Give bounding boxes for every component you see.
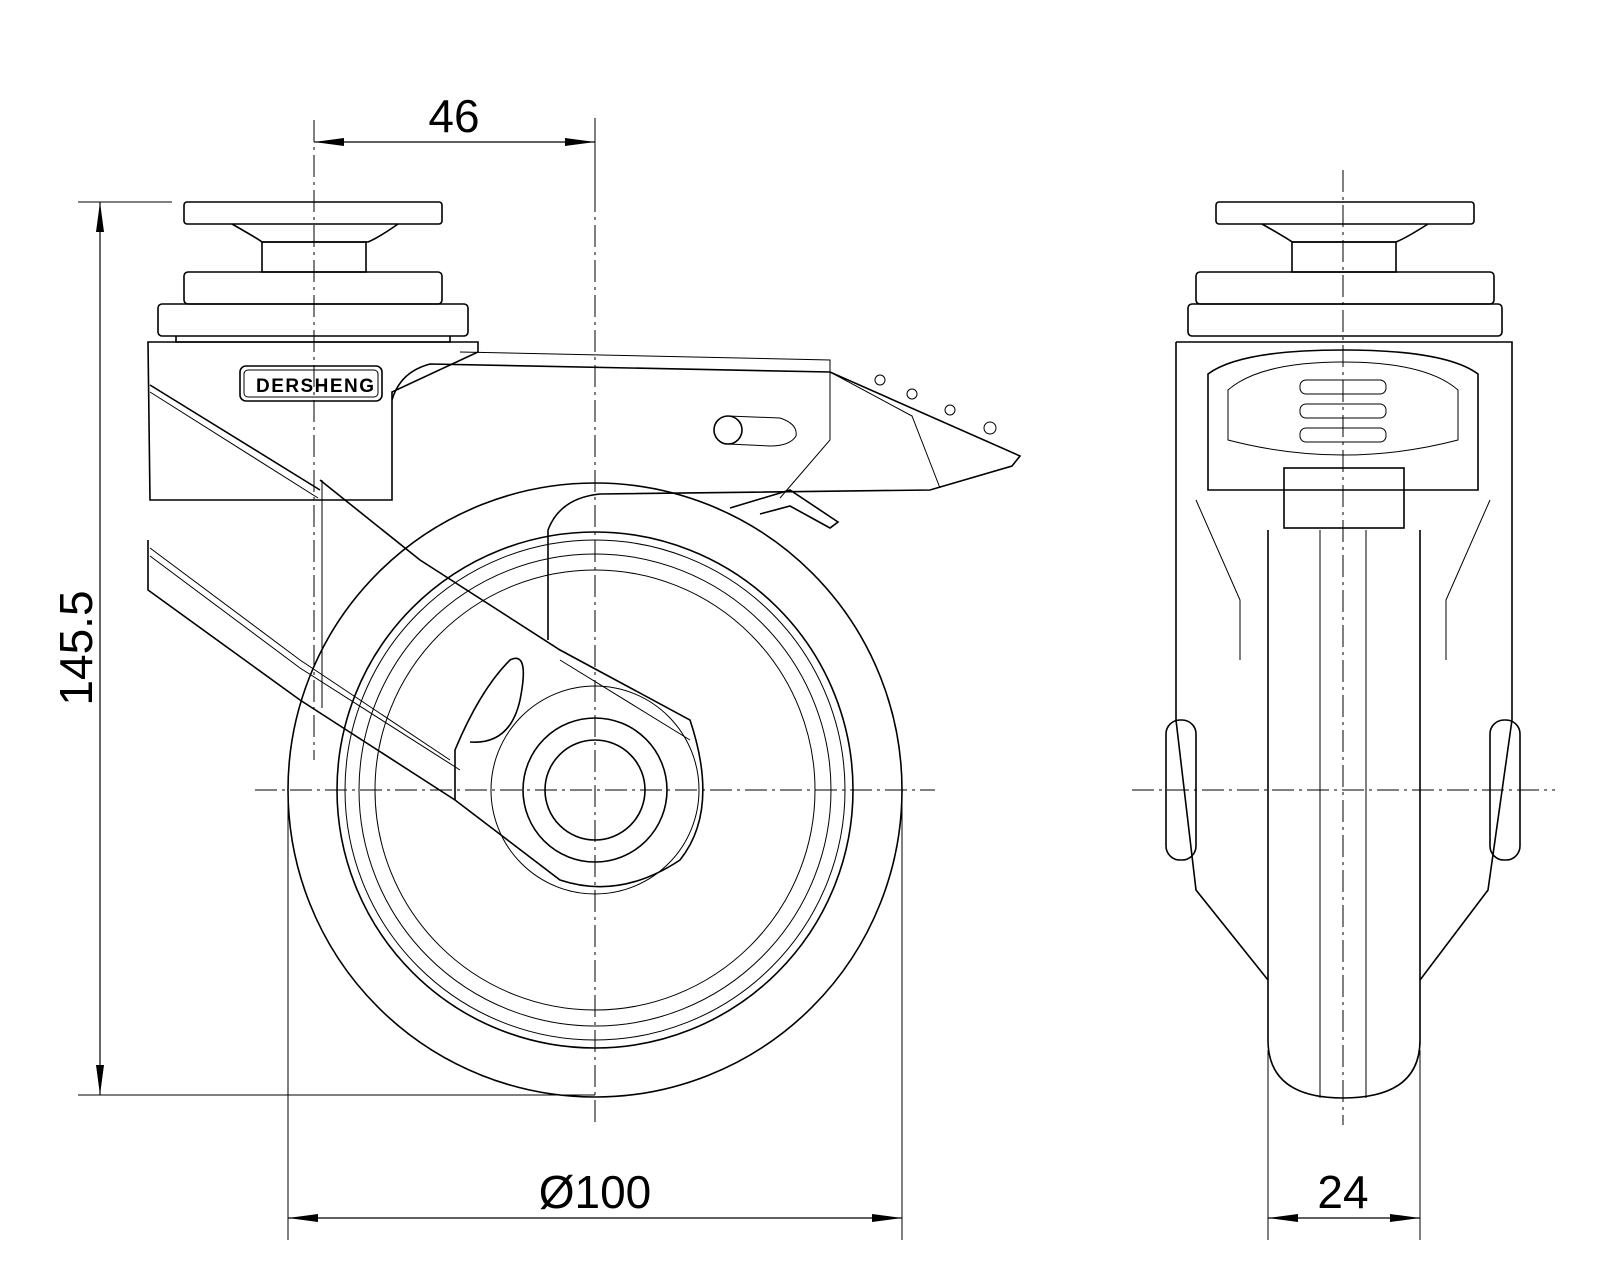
center-lines — [255, 120, 1555, 1125]
dimension-width-label: 24 — [1317, 1166, 1368, 1218]
dimension-diameter-label: Ø100 — [539, 1166, 652, 1218]
front-view — [1165, 201, 1521, 1099]
svg-text:DERSHENG: DERSHENG — [256, 376, 374, 397]
dimension-offset-label: 46 — [428, 90, 479, 142]
dimension-height-label: 145.5 — [50, 590, 102, 705]
dimension-diameter: Ø100 — [287, 790, 903, 1240]
dimension-offset: 46 — [314, 90, 596, 200]
dimension-height: 145.5 — [50, 201, 595, 1096]
side-view: DERSHENG — [147, 201, 1022, 1098]
dersheng-logo: DERSHENG — [239, 365, 383, 402]
dimension-width: 24 — [1267, 1050, 1421, 1240]
